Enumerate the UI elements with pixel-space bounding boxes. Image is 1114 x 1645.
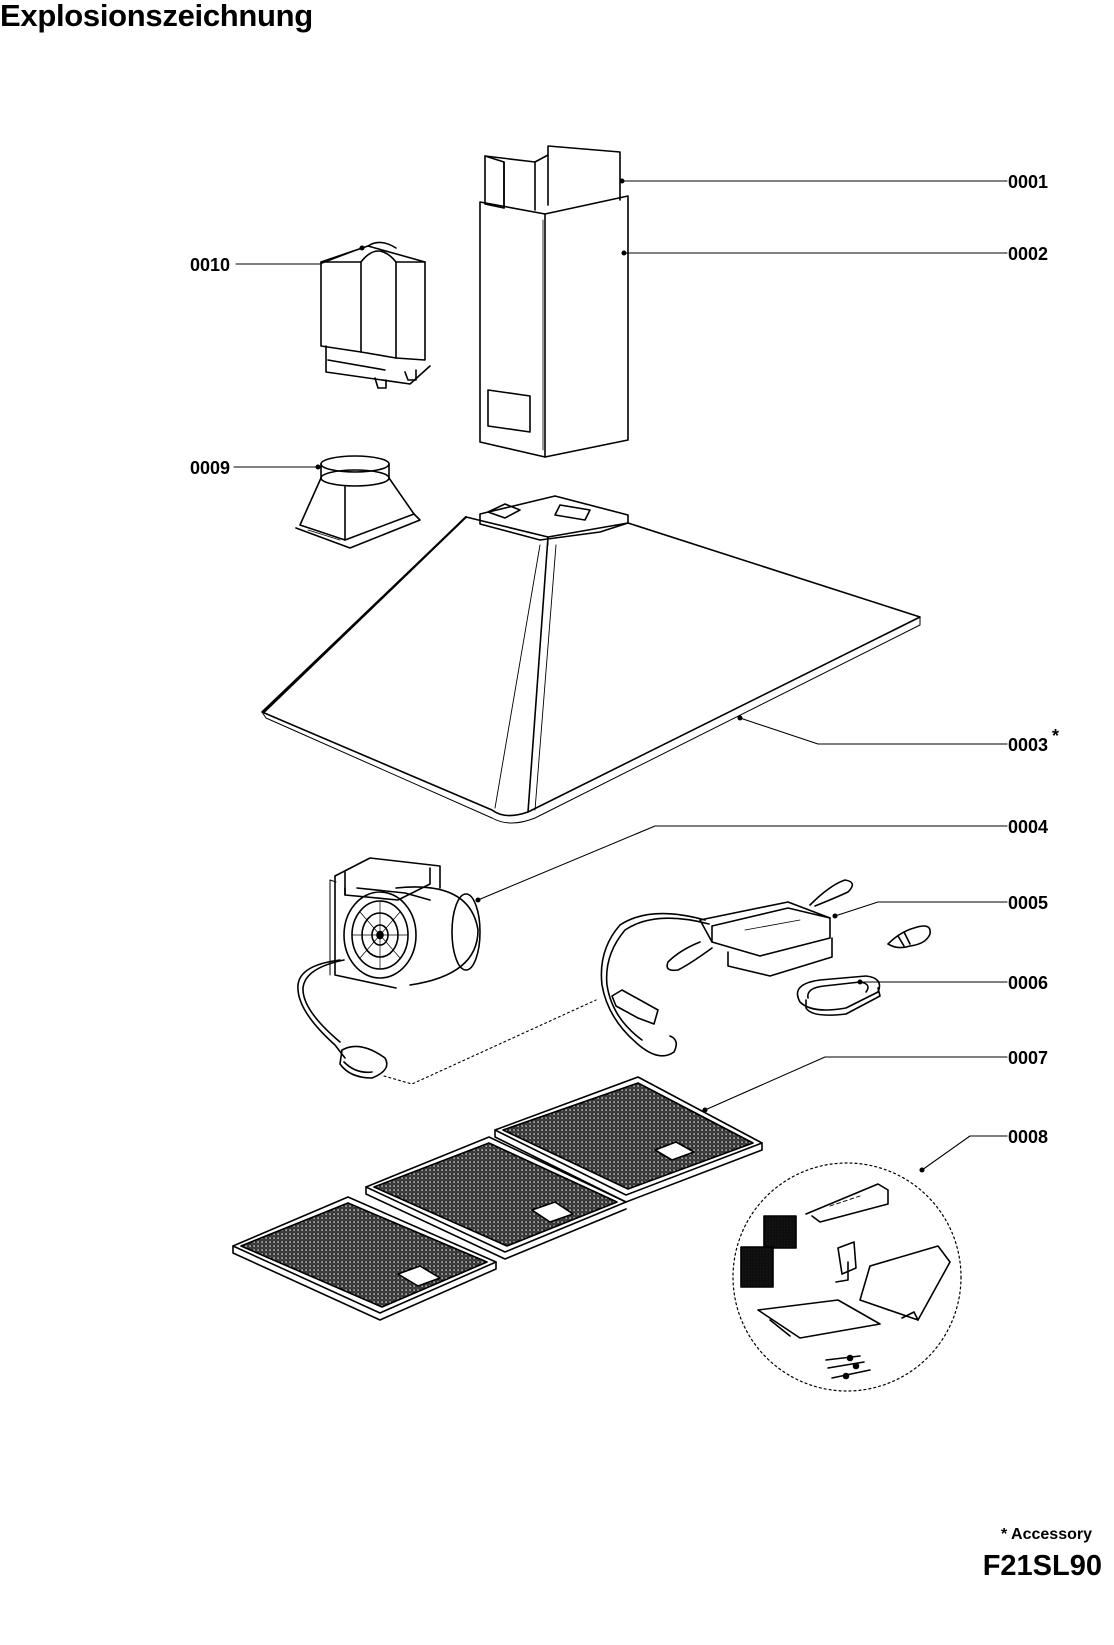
model-number: F21SL90 xyxy=(982,1550,1102,1582)
leader-line-0010 xyxy=(235,247,363,265)
leader-line-0004 xyxy=(477,825,1008,901)
label-0005: 0005 xyxy=(1008,893,1048,913)
label-0007: 0007 xyxy=(1008,1048,1048,1068)
label-0008: 0008 xyxy=(1008,1127,1048,1147)
duct-adapter-part xyxy=(295,455,421,549)
leader-lines xyxy=(233,178,1008,1173)
label-0009: 0009 xyxy=(190,458,230,478)
mounting-kit-part xyxy=(732,1162,962,1392)
label-0006: 0006 xyxy=(1008,973,1048,993)
label-0010: 0010 xyxy=(190,255,230,275)
leader-line-0003 xyxy=(739,717,1008,745)
control-lamp-unit-part xyxy=(600,879,931,1057)
leader-line-0005 xyxy=(834,901,1008,917)
label-0003: 0003 xyxy=(1008,735,1048,755)
part-labels: 0001 0002 0003 * 0004 0005 0006 0007 000… xyxy=(190,172,1059,1147)
page-title: Explosionszeichnung xyxy=(0,0,313,33)
upper-chimney-part xyxy=(484,145,621,211)
lower-chimney-part xyxy=(479,195,629,458)
air-deflector-part xyxy=(320,241,431,389)
leader-line-0007 xyxy=(704,1056,1008,1111)
grease-filters-part xyxy=(232,1076,763,1321)
leader-line-0008 xyxy=(921,1135,1008,1171)
lamp-cover-part xyxy=(796,975,881,1016)
label-0004: 0004 xyxy=(1008,817,1048,837)
blower-motor-part xyxy=(297,857,481,1079)
label-0002: 0002 xyxy=(1008,244,1048,264)
hood-canopy-part xyxy=(261,495,921,824)
accessory-footnote: * Accessory xyxy=(1000,1526,1092,1543)
label-0003-accessory-mark: * xyxy=(1052,726,1059,746)
plug-connection-line xyxy=(383,999,597,1085)
label-0001: 0001 xyxy=(1008,172,1048,192)
